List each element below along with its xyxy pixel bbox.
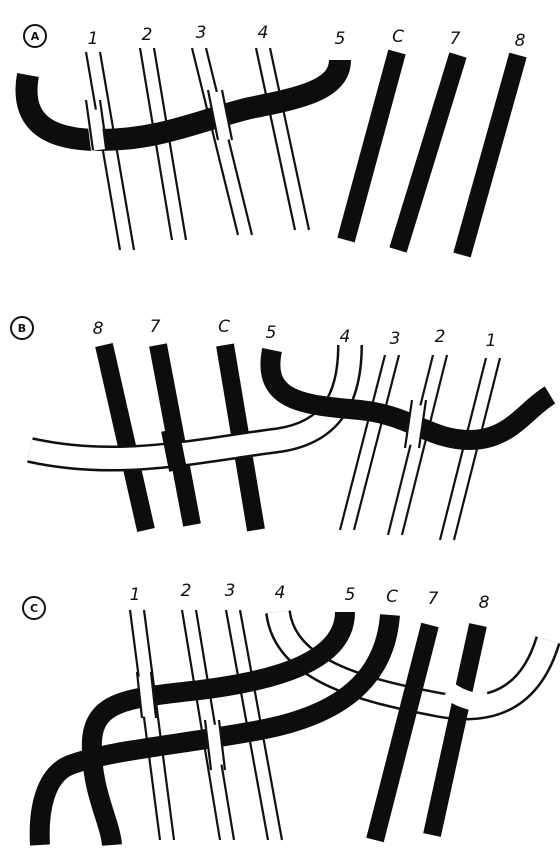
panel-b-label-2: 2	[435, 327, 446, 347]
panel-b-label-8: 8	[93, 319, 104, 339]
panel-b-label-5: 5	[266, 323, 277, 343]
panel-a-label-7: 7	[450, 29, 461, 49]
panel-a-label-6: C	[392, 27, 404, 47]
panel-c-white-over-8	[448, 690, 490, 702]
panel-c-label-2: 2	[181, 581, 192, 601]
panel-a-marker: A	[24, 25, 46, 47]
panel-b: B 8	[11, 317, 550, 540]
panel-c-label-5: 5	[345, 585, 356, 605]
panel-c-label-8: 8	[479, 593, 490, 613]
svg-text:B: B	[18, 322, 26, 335]
panel-a-label-8: 8	[515, 31, 526, 51]
panel-a-label-5: 5	[335, 29, 346, 49]
panel-b-label-1: 1	[486, 331, 497, 351]
svg-text:A: A	[31, 30, 40, 43]
panel-c-label-7: 7	[428, 589, 439, 609]
panel-a-dark-strands	[346, 52, 518, 255]
panel-b-white-over	[405, 400, 426, 448]
panel-b-label-7: 7	[150, 317, 161, 337]
panel-c-labels: 1 2 3 4 5 C 7 8	[130, 581, 490, 613]
panel-a-label-3: 3	[196, 23, 207, 43]
panel-c-label-3: 3	[225, 581, 236, 601]
panel-c-label-1: 1	[130, 585, 141, 605]
svg-text:C: C	[30, 602, 38, 615]
panel-c-marker: C	[23, 597, 45, 619]
panel-b-label-3: 3	[390, 329, 401, 349]
panel-a-label-1: 1	[88, 29, 99, 49]
panel-a-dark-weft	[27, 60, 340, 140]
panel-b-label-4: 4	[340, 327, 351, 347]
panel-b-labels: 8 7 C 5 4 3 2 1	[93, 317, 497, 351]
panel-a-labels: 1 2 3 4 5 C 7 8	[88, 23, 526, 51]
panel-a-label-4: 4	[258, 23, 269, 43]
panel-c-label-6: C	[386, 587, 398, 607]
panel-b-marker: B	[11, 317, 33, 339]
panel-a-label-2: 2	[142, 25, 153, 45]
panel-b-label-6: C	[218, 317, 230, 337]
panel-c-dark-strands	[375, 625, 478, 840]
panel-a: A 1 2 3 4	[24, 23, 526, 255]
panel-c: C	[23, 581, 548, 845]
panel-b-dark-over	[170, 430, 178, 470]
panel-c-label-4: 4	[275, 583, 286, 603]
